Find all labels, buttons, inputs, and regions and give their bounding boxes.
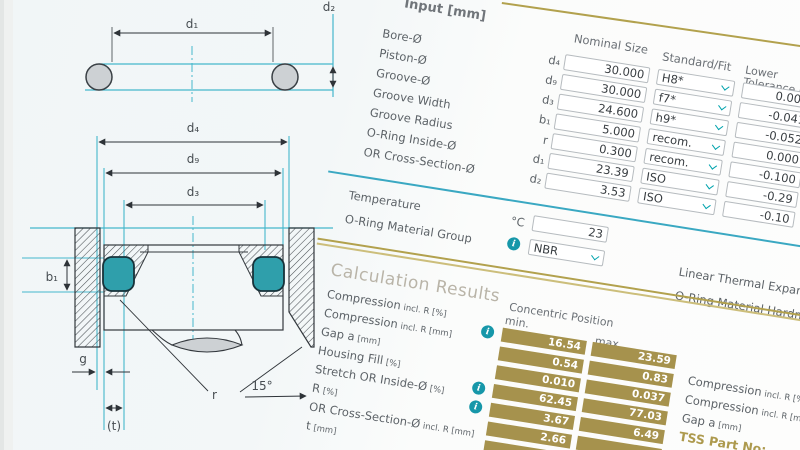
result-label-suffix: incl. R [mm] <box>422 421 475 440</box>
result-label-main: Gap a <box>320 324 356 344</box>
calculator-panel: Input [mm] Nominal Size Standard/Fit Low… <box>230 0 800 450</box>
result-label-suffix: incl. R [mm] <box>399 321 453 340</box>
page-edge-light <box>4 0 13 450</box>
piston-lens <box>170 337 244 353</box>
result-label-suffix: incl. R [mm] <box>760 408 800 427</box>
chevron-down-icon[interactable] <box>702 200 711 210</box>
standard-fit-value: f7* <box>657 90 677 107</box>
info-icon[interactable]: i <box>468 399 484 415</box>
result-label-suffix: [mm] <box>717 420 742 435</box>
result-label: t[mm] <box>305 418 338 439</box>
gland-cross-section: d₄ d₉ d₃ b₁ g (t) r 15° <box>22 121 333 433</box>
chevron-down-icon[interactable] <box>721 82 730 91</box>
result-label-suffix: [%] <box>428 384 446 397</box>
info-icon[interactable]: i <box>506 236 522 252</box>
temperature-label: Temperature <box>347 188 422 214</box>
column-header-nominal-size: Nominal Size <box>573 31 650 57</box>
material-group-label: O-Ring Material Group <box>343 211 473 246</box>
oring-cross-section-left <box>85 63 113 91</box>
bore-wall-left <box>74 227 101 348</box>
info-icon[interactable]: i <box>471 380 487 396</box>
dim-label-r: r <box>212 388 217 402</box>
input-section-title: Input [mm] <box>403 0 487 25</box>
oring-cross-section-right <box>271 63 299 91</box>
chevron-down-icon[interactable] <box>718 102 727 111</box>
dim-label-d3: d₃ <box>187 185 200 199</box>
result-label-main: t <box>305 418 312 433</box>
result-label: R[%] <box>311 381 339 401</box>
result-label-suffix: incl. R [%] <box>763 389 800 407</box>
chevron-down-icon[interactable] <box>711 141 721 150</box>
dim-label-d4: d₄ <box>187 121 200 135</box>
oring-side-view: d₁ d₂ <box>85 0 337 102</box>
temperature-unit: °C <box>509 213 526 230</box>
oring-seal-right <box>252 256 285 292</box>
temperature-input[interactable]: 23 <box>531 215 609 243</box>
dim-label-angle: 15° <box>251 379 272 393</box>
material-group-select[interactable]: NBR <box>527 238 606 267</box>
dim-label-t: (t) <box>107 419 121 433</box>
result-label-suffix: incl. R [%] <box>402 302 448 320</box>
result-label-main: Gap a <box>680 410 717 431</box>
chevron-down-icon[interactable] <box>705 181 714 190</box>
dim-label-d2: d₂ <box>323 0 336 14</box>
result-label-main: R <box>311 380 322 396</box>
bore-wall-right <box>288 227 315 348</box>
result-label-suffix: [%] <box>384 357 402 371</box>
result-label-suffix: [%] <box>321 386 339 399</box>
dim-label-d9: d₉ <box>187 152 200 166</box>
standard-fit-value: H8* <box>660 70 685 88</box>
result-label-suffix: [mm] <box>356 334 382 348</box>
standard-fit-value: ISO <box>642 189 664 207</box>
dim-label-b1: b₁ <box>46 270 59 284</box>
oring-seal-left <box>102 256 135 292</box>
result-label-suffix: [mm] <box>312 423 338 437</box>
tss-part-no-label: TSS Part No: <box>677 428 768 450</box>
material-group-value: NBR <box>532 240 560 259</box>
chevron-down-icon[interactable] <box>714 121 724 131</box>
dim-label-d1: d₁ <box>186 17 199 31</box>
info-icon[interactable]: i <box>480 324 496 340</box>
chevron-down-icon[interactable] <box>708 161 718 170</box>
dim-label-g: g <box>79 352 87 366</box>
standard-fit-value: ISO <box>645 169 667 187</box>
standard-fit-value: h9* <box>654 110 677 128</box>
chevron-down-icon[interactable] <box>591 252 600 261</box>
page-edge-shade <box>0 0 4 450</box>
